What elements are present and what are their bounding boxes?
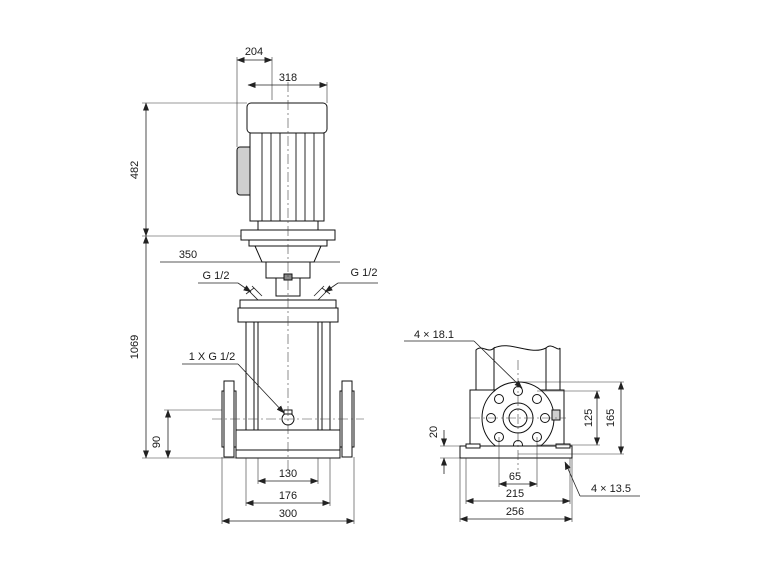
holes-flange-label: 4 × 18.1 — [414, 329, 454, 341]
dim-350: 350 — [179, 249, 197, 261]
front-view-dimensions: 204 318 482 350 G 1/2 G 1/2 1069 1 X G 1… — [129, 46, 378, 524]
dim-300: 300 — [279, 508, 297, 520]
vent-plug-right — [313, 285, 331, 301]
dim-65: 65 — [509, 471, 521, 483]
side-base-plate — [459, 445, 573, 459]
dim-204: 204 — [245, 46, 263, 58]
dim-176: 176 — [279, 490, 297, 502]
dim-20: 20 — [428, 426, 440, 438]
holes-flange-leader — [473, 340, 523, 389]
g12-right-leader — [324, 282, 339, 293]
dim-1069: 1069 — [129, 335, 141, 359]
dim-318: 318 — [279, 72, 297, 84]
tie-rod-left — [245, 321, 255, 445]
side-foot-left — [465, 443, 481, 449]
pump-side-view — [459, 345, 573, 470]
dim-125: 125 — [583, 409, 595, 427]
g12-left-leader — [237, 282, 252, 293]
g12-right-label: G 1/2 — [351, 267, 378, 279]
motor-top-cap — [246, 102, 328, 134]
holes-base-leader — [564, 461, 581, 497]
motor-cooling-fins — [261, 133, 315, 221]
pump-front-view — [212, 82, 364, 470]
drain-label: 1 X G 1/2 — [189, 351, 235, 363]
dim-256: 256 — [506, 506, 524, 518]
g12-left-label: G 1/2 — [203, 270, 230, 282]
holes-base-label: 4 × 13.5 — [591, 483, 631, 495]
vent-plug-left — [245, 285, 263, 301]
drain-leader — [237, 363, 285, 414]
dim-482: 482 — [129, 161, 141, 179]
dim-90: 90 — [151, 436, 163, 448]
dim-215: 215 — [506, 488, 524, 500]
dim-130: 130 — [279, 468, 297, 480]
dim-165: 165 — [605, 409, 617, 427]
side-view-dimensions: 4 × 18.1 125 165 20 65 215 256 — [404, 329, 640, 522]
motor-housing — [249, 132, 325, 222]
side-flange-plug — [551, 409, 561, 421]
side-foot-right — [555, 443, 571, 449]
tie-rod-right — [321, 321, 331, 445]
